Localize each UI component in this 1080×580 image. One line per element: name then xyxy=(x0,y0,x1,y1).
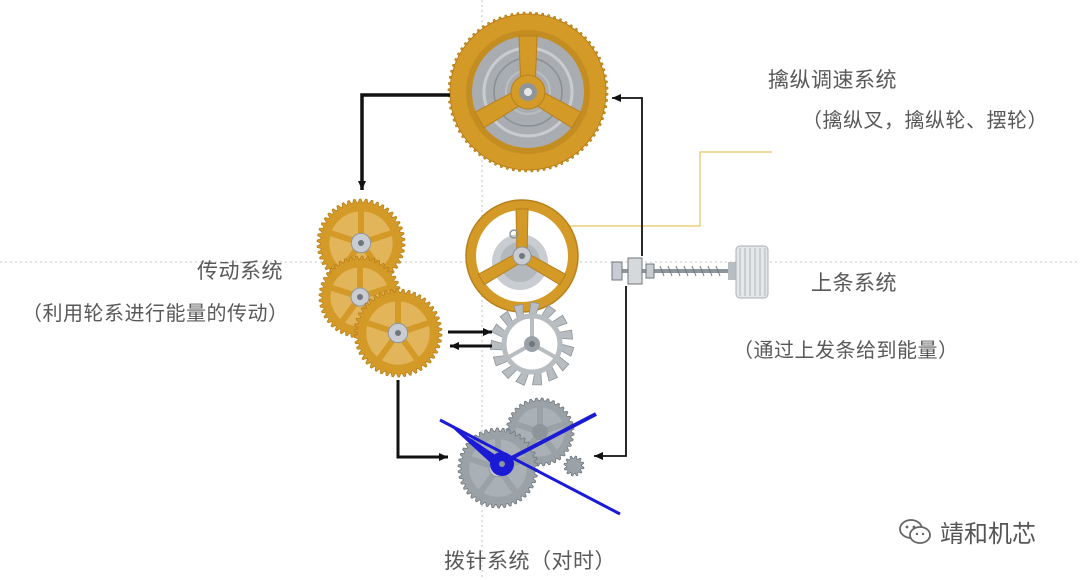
transmission-subtitle: （利用轮系进行能量的传动） xyxy=(22,301,289,325)
winding-subtitle: （通过上发条给到能量） xyxy=(733,338,959,362)
balance-wheel-icon xyxy=(465,199,579,313)
wechat-icon xyxy=(899,518,931,544)
winding-title: 上条系统 xyxy=(811,271,897,295)
crown-stem-icon xyxy=(611,245,769,299)
watermark: 靖和机芯 xyxy=(898,514,1036,549)
escape-wheel-icon xyxy=(489,301,575,386)
gear-train-icon xyxy=(316,198,443,378)
escapement-subtitle: （擒纵叉，擒纵轮、摆轮） xyxy=(802,108,1048,132)
escapement-leader-line xyxy=(570,151,772,227)
transmission-title: 传动系统 xyxy=(197,259,283,283)
setting-title: 拨针系统（对时） xyxy=(444,549,616,573)
flow-arrows xyxy=(358,93,643,461)
escapement-title: 擒纵调速系统 xyxy=(768,68,897,92)
hands-motion-works-icon xyxy=(439,397,621,516)
mainspring-barrel-icon xyxy=(447,11,609,173)
watermark-text: 靖和机芯 xyxy=(940,520,1036,548)
